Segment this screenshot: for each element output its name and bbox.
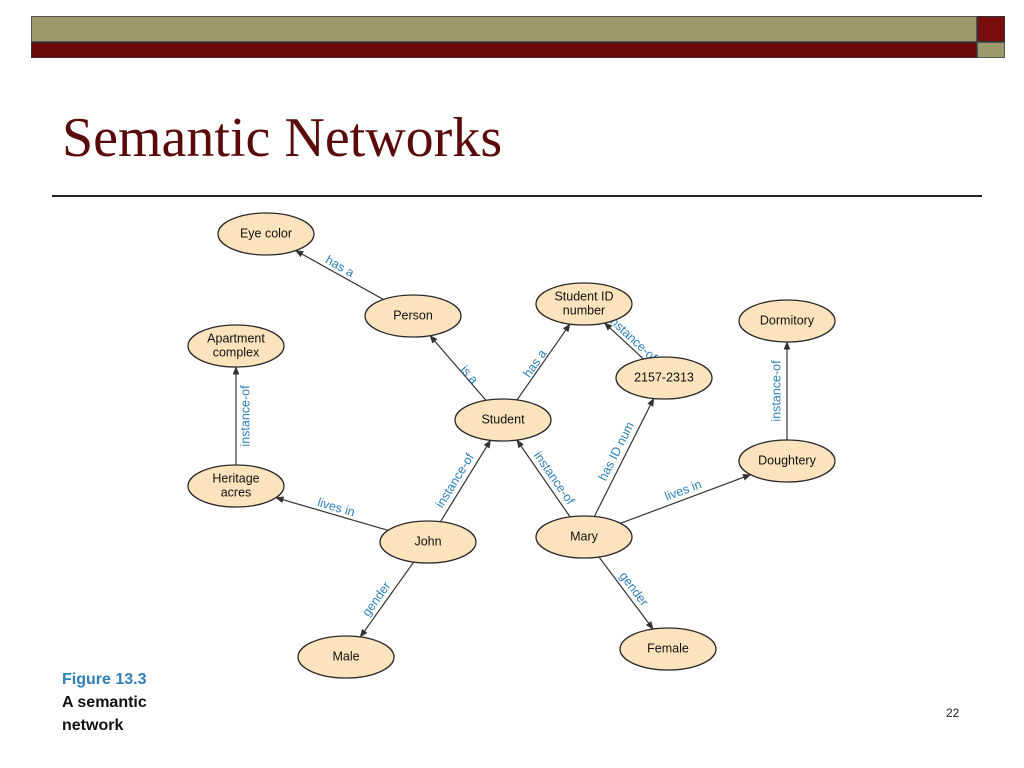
node-mary: Mary (535, 515, 633, 559)
node-male: Male (297, 635, 395, 679)
node-ellipse-john (379, 520, 477, 564)
node-ellipse-heritage-acres (187, 464, 285, 508)
node-label-eye-color: Eye color (240, 226, 292, 240)
node-ellipse-person (364, 294, 462, 338)
node-ellipse-dormitory (738, 299, 836, 343)
node-label-mary: Mary (570, 529, 599, 543)
node-label-apartment-complex: Apartment (207, 331, 265, 345)
node-ellipse-id-value (615, 356, 713, 400)
node-label-dormitory: Dormitory (760, 313, 815, 327)
header-band-olive (31, 16, 977, 42)
header-band-red (31, 42, 977, 58)
figure-caption: Figure 13.3 A semantic network (62, 668, 182, 737)
node-student: Student (454, 398, 552, 442)
figure-description: A semantic network (62, 694, 147, 734)
node-eye-color: Eye color (217, 212, 315, 256)
edge-label-doughtery-to-dormitory: instance-of (769, 360, 783, 422)
node-label-heritage-acres: Heritage (212, 471, 259, 485)
edge-label-student-to-person: is a (458, 363, 481, 387)
node-label-student-id-number: Student ID (554, 289, 613, 303)
node-doughtery: Doughtery (738, 439, 836, 483)
title-rule (52, 195, 982, 197)
edge-mary-to-doughtery (620, 474, 752, 524)
node-person: Person (364, 294, 462, 338)
node-label-female: Female (647, 641, 689, 655)
edge-id-value-to-student-id-number (603, 322, 644, 360)
edge-label-student-to-student-id-number: has a (520, 347, 549, 380)
slide-title: Semantic Networks (62, 107, 503, 169)
node-label-student: Student (481, 412, 525, 426)
edge-john-to-heritage-acres (275, 496, 389, 531)
node-ellipse-student (454, 398, 552, 442)
edge-person-to-eye-color (294, 250, 384, 300)
node-label-doughtery: Doughtery (758, 453, 816, 467)
edge-label-mary-to-student: instance-of (531, 449, 578, 508)
node-label-john: John (414, 534, 441, 548)
node-label-person: Person (393, 308, 433, 322)
edge-mary-to-id-value (593, 397, 655, 517)
node-label-apartment-complex: complex (213, 345, 260, 359)
edge-mary-to-student (516, 439, 571, 518)
edge-label-person-to-eye-color: has a (323, 253, 357, 280)
node-dormitory: Dormitory (738, 299, 836, 343)
edge-student-to-person (429, 335, 487, 401)
edge-label-john-to-student: instance-of (433, 450, 477, 510)
header-corner-olive (977, 42, 1005, 58)
node-label-heritage-acres: acres (221, 485, 252, 499)
node-ellipse-apartment-complex (187, 324, 285, 368)
node-john: John (379, 520, 477, 564)
edge-john-to-student (439, 439, 492, 523)
edge-label-heritage-acres-to-apartment-complex: instance-of (238, 385, 252, 447)
node-id-value: 2157-2313 (615, 356, 713, 400)
node-ellipse-doughtery (738, 439, 836, 483)
edge-label-john-to-male: gender (359, 579, 393, 619)
node-label-student-id-number: number (563, 303, 605, 317)
node-ellipse-female (619, 627, 717, 671)
edge-mary-to-female (598, 556, 654, 630)
node-ellipse-eye-color (217, 212, 315, 256)
node-ellipse-male (297, 635, 395, 679)
edge-student-to-student-id-number (516, 323, 571, 401)
edges-layer: has a is a has a instance-of instance-of inst… (232, 250, 791, 638)
figure-number: Figure 13.3 (62, 671, 147, 688)
node-label-id-value: 2157-2313 (634, 370, 694, 384)
node-label-male: Male (332, 649, 359, 663)
page-number: 22 (946, 706, 960, 720)
node-ellipse-mary (535, 515, 633, 559)
node-female: Female (619, 627, 717, 671)
header-corner-red (977, 16, 1005, 42)
edge-john-to-male (359, 561, 415, 638)
node-ellipse-student-id-number (535, 282, 633, 326)
